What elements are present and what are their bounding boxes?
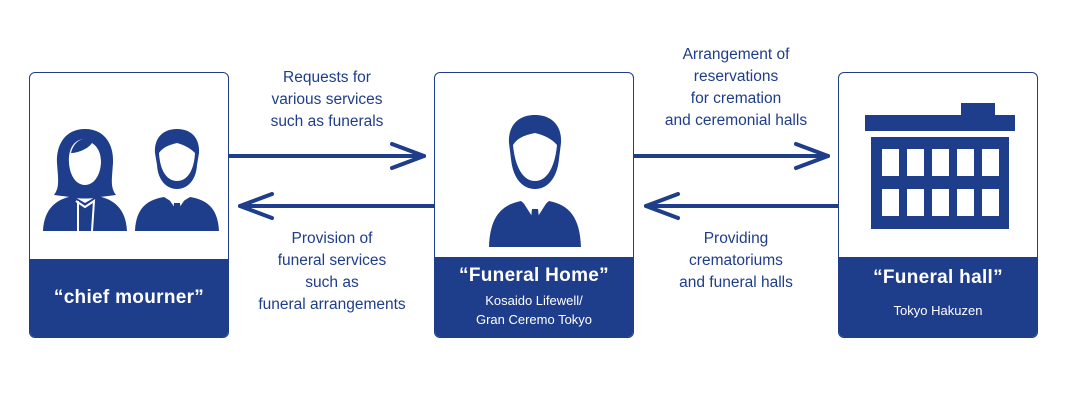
- funeral-hall-node: “Funeral hall” Tokyo Hakuzen: [838, 72, 1038, 338]
- funeral-home-label: “Funeral Home” Kosaido Lifewell/ Gran Ce…: [435, 257, 633, 337]
- businessman-icon: [489, 115, 581, 247]
- chief-mourner-label: “chief mourner”: [30, 259, 228, 337]
- funeral-home-subtitle-line1: Kosaido Lifewell/: [485, 293, 583, 308]
- requests-text: Requests for various services such as fu…: [270, 69, 384, 130]
- female-person-icon: [43, 129, 127, 232]
- arrow-right-icon: [632, 142, 830, 170]
- arrow-left-icon: [644, 192, 840, 220]
- funeral-home-subtitle-line2: Gran Ceremo Tokyo: [475, 312, 593, 327]
- chief-mourner-node: “chief mourner”: [29, 72, 229, 338]
- provision-text: Provision of funeral services such as fu…: [258, 230, 406, 313]
- funeral-hall-label: “Funeral hall” Tokyo Hakuzen: [839, 257, 1037, 337]
- building-icon: [865, 103, 1015, 229]
- male-person-icon: [135, 129, 219, 231]
- providing-text: Providing crematoriums and funeral halls: [679, 230, 793, 291]
- funeral-home-title: “Funeral Home”: [459, 265, 609, 286]
- arrow-right-icon: [228, 142, 426, 170]
- chief-mourner-title: “chief mourner”: [53, 287, 205, 308]
- funeral-hall-subtitle: Tokyo Hakuzen: [893, 303, 983, 318]
- arrangement-text: Arrangement of reservations for crematio…: [664, 46, 808, 129]
- funeral-hall-title: “Funeral hall”: [873, 267, 1003, 288]
- arrow-left-icon: [238, 192, 436, 220]
- funeral-home-node: “Funeral Home” Kosaido Lifewell/ Gran Ce…: [434, 72, 634, 338]
